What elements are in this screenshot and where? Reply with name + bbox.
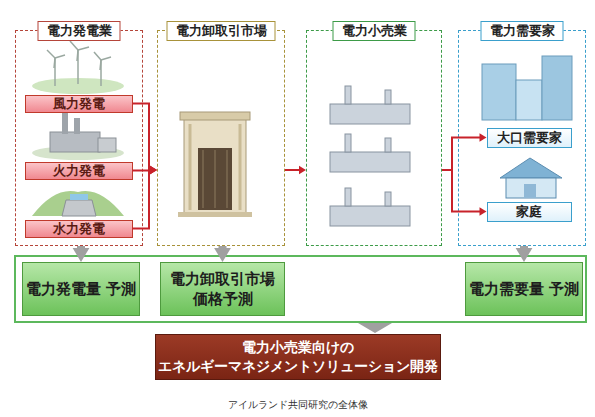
box-label: 家庭 — [516, 203, 542, 221]
thermal-plant-illustration — [32, 105, 124, 160]
flow-connector — [214, 246, 231, 262]
customer-box: 家庭 — [487, 202, 572, 222]
large-customer-illustration — [482, 56, 572, 120]
hydro-dam-illustration — [32, 191, 124, 216]
figure-caption: アイルランド共同研究の全体像 — [0, 398, 595, 412]
industry-group: 電力需要家大口需要家家庭 — [458, 30, 586, 246]
flow-connector — [133, 104, 158, 175]
group-heading: 電力卸取引市場 — [167, 21, 276, 41]
connector-line — [133, 104, 152, 171]
arrow-head — [480, 207, 487, 215]
forecast-box: 電力発電量 予測 — [22, 262, 140, 316]
arrow-head — [150, 166, 157, 174]
source-box: 火力発電 — [25, 162, 133, 180]
arrow-head — [150, 166, 157, 174]
connector-line — [219, 246, 227, 253]
box-label: 電力卸取引市場 価格予測 — [161, 269, 284, 309]
prediction-band — [15, 256, 586, 322]
group-heading: 電力小売業 — [333, 21, 416, 41]
industry-group: 電力小売業 — [306, 30, 442, 246]
wind-farm-illustration — [32, 41, 124, 94]
flow-connector — [73, 246, 90, 262]
down-arrow — [358, 323, 392, 333]
source-box: 水力発電 — [25, 220, 133, 238]
flow-connector — [133, 166, 158, 229]
connector-line — [133, 169, 152, 172]
industry-group: 電力卸取引市場 — [157, 30, 285, 246]
exchange-building-illustration — [178, 112, 252, 217]
box-label: 風力発電 — [53, 95, 105, 113]
arrow-head — [516, 248, 533, 262]
box-label: 電力発電量 予測 — [26, 279, 136, 299]
solution-box: 電力小売業向けの エネルギーマネジメントソリューション開発 — [155, 334, 441, 380]
arrow-head — [150, 166, 157, 174]
connector-line — [520, 246, 528, 253]
connector-line — [442, 170, 481, 212]
industry-group: 電力発電業風力発電火力発電水力発電 — [15, 30, 143, 246]
flow-connector — [285, 166, 306, 174]
group-heading: 電力需要家 — [481, 21, 564, 41]
box-label: 大口需要家 — [497, 129, 562, 147]
forecast-box: 電力需要量 予測 — [465, 262, 583, 316]
forecast-box: 電力卸取引市場 価格予測 — [160, 262, 285, 316]
box-label: 電力小売業向けの エネルギーマネジメントソリューション開発 — [158, 338, 438, 376]
arrow-head — [73, 248, 90, 262]
arrow-head — [299, 166, 306, 174]
box-label: 電力需要量 予測 — [469, 279, 579, 299]
flow-connector — [133, 166, 158, 174]
connector-line — [77, 246, 85, 253]
house-illustration — [500, 158, 562, 198]
box-label: 火力発電 — [53, 162, 105, 180]
flow-connector — [442, 133, 487, 170]
flow-connector — [516, 246, 533, 262]
customer-box: 大口需要家 — [487, 128, 572, 148]
connector-line — [285, 169, 300, 171]
arrow-head — [214, 248, 231, 262]
retail-plant-illustration — [330, 86, 410, 226]
group-heading: 電力発電業 — [38, 21, 121, 41]
arrow-head — [480, 133, 487, 141]
flow-connector — [442, 170, 487, 216]
box-label: 水力発電 — [53, 220, 105, 238]
connector-line — [442, 138, 481, 171]
source-box: 風力発電 — [25, 95, 133, 113]
connector-line — [133, 170, 152, 229]
